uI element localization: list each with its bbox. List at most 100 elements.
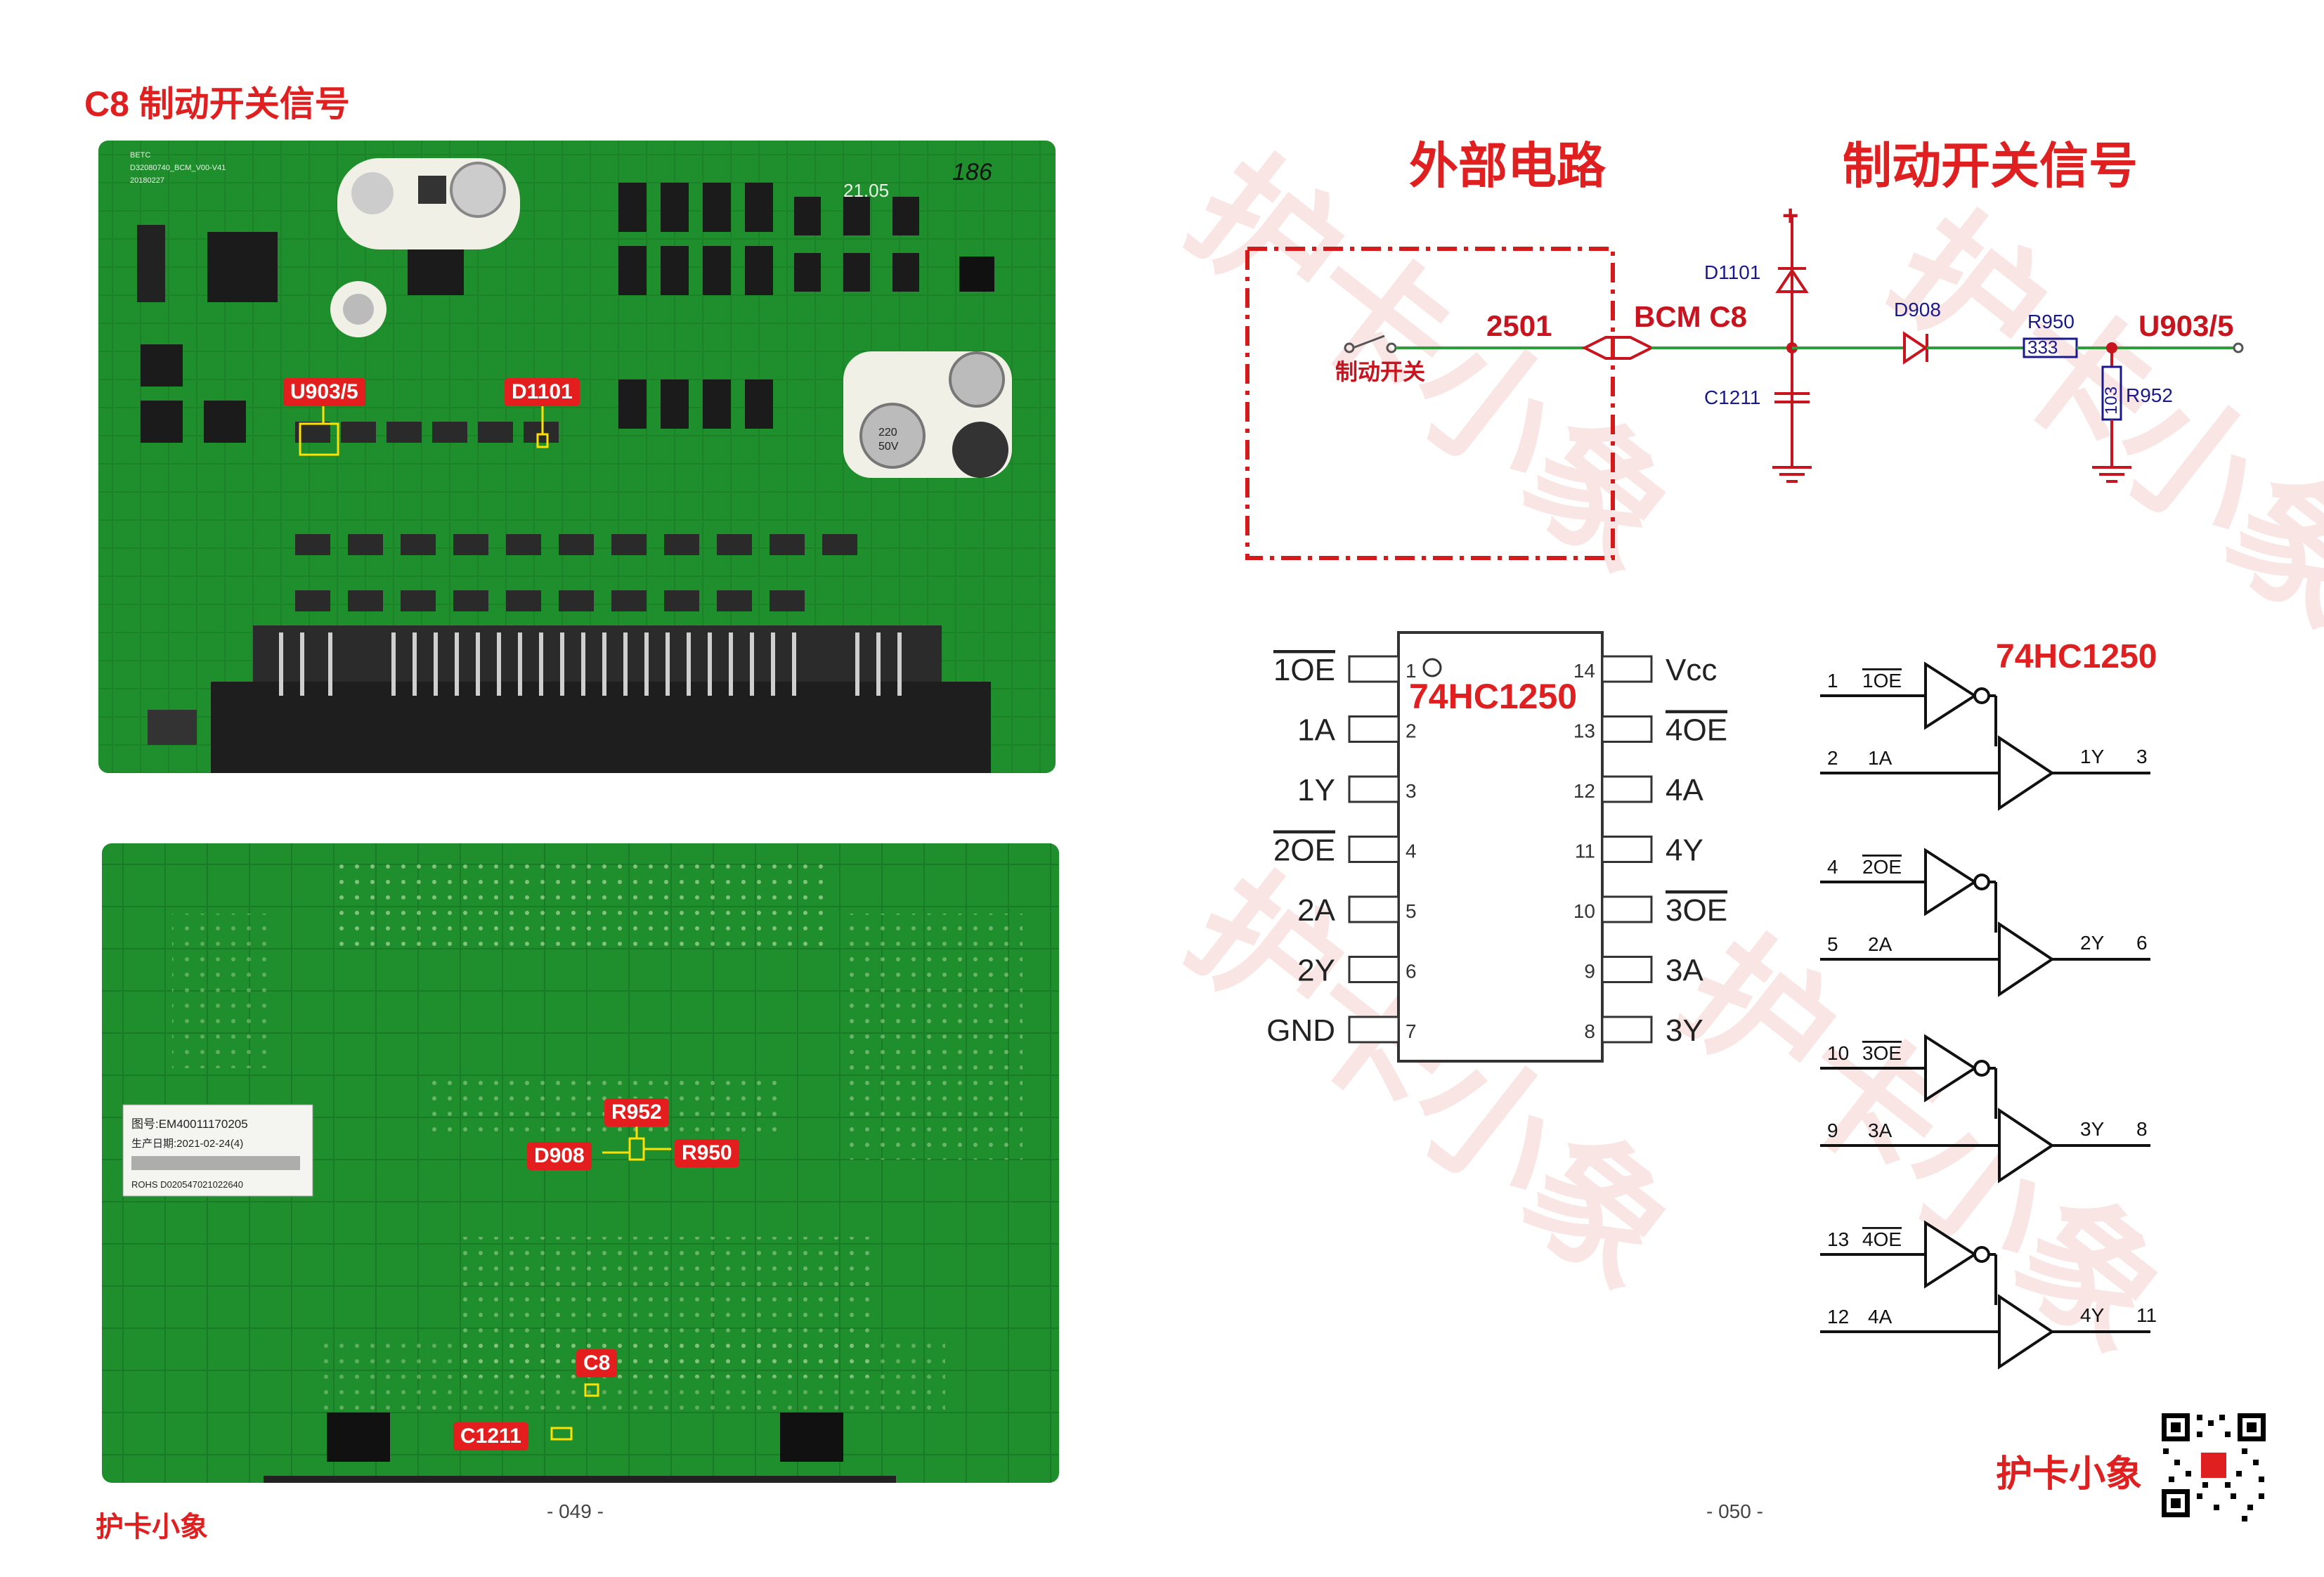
sticker-line-1: 图号:EM40011170205 bbox=[131, 1117, 248, 1131]
gate-a-label: 2A bbox=[1868, 933, 1893, 955]
gate-y-pin-number: 8 bbox=[2136, 1118, 2148, 1140]
sticker-line-2: 生产日期:2021-02-24(4) bbox=[131, 1138, 243, 1150]
connector-name-label: BCM C8 bbox=[1634, 300, 1747, 333]
pin-pad-right bbox=[1601, 956, 1653, 983]
brake-switch-schematic: 外部电路 制动开关信号 制动开关 2501 BCM C8 + D1101 C12… bbox=[1245, 138, 2244, 560]
inverter-symbol bbox=[1924, 848, 1978, 916]
pin-number-left: 6 bbox=[1406, 961, 1417, 982]
label-r952: R952 bbox=[604, 1098, 669, 1127]
pin-pad-left bbox=[1348, 836, 1400, 863]
pin-name-right: 4OE bbox=[1666, 713, 1727, 748]
heading-brake-signal: 制动开关信号 bbox=[1843, 138, 2138, 193]
pin-name-right: 3OE bbox=[1666, 893, 1727, 928]
sticker-line-3: ROHS D020547021022640 bbox=[131, 1179, 243, 1190]
handwritten-mark: 186 bbox=[952, 159, 992, 186]
pin-pad-right bbox=[1601, 895, 1653, 923]
r952-label: R952 bbox=[2126, 384, 2173, 406]
inverter-symbol bbox=[1924, 1034, 1978, 1103]
buffer-symbol bbox=[1998, 1108, 2055, 1183]
pin-name-left: 2Y bbox=[1297, 954, 1335, 988]
label-c8: C8 bbox=[576, 1349, 618, 1377]
pin-pad-left bbox=[1348, 655, 1400, 683]
pin-number-left: 4 bbox=[1406, 841, 1417, 862]
logic-chip-name: 74HC1250 bbox=[1996, 638, 2157, 675]
pin-number-left: 5 bbox=[1406, 900, 1417, 922]
pcb-top-art: BETC D32080740_BCM_V00-V41 20180227 186 … bbox=[98, 141, 1056, 773]
pin-pad-right bbox=[1601, 715, 1653, 743]
pin-number-right: 11 bbox=[1575, 841, 1595, 862]
inverter-bubble bbox=[1973, 1246, 1990, 1263]
gate-a-pin-number: 5 bbox=[1827, 933, 1838, 955]
d908-label: D908 bbox=[1894, 299, 1941, 320]
gate-y-pin-number: 11 bbox=[2136, 1304, 2157, 1326]
inverter-symbol bbox=[1924, 1220, 1978, 1289]
connector-symbol bbox=[1581, 336, 1655, 360]
pinout-chip-name: 74HC1250 bbox=[1409, 677, 1577, 716]
gate-oe-label: 4OE bbox=[1862, 1228, 1902, 1250]
pin-pad-right bbox=[1601, 655, 1653, 683]
brand-logo-left: 护卡小象 bbox=[96, 1512, 208, 1543]
gate-oe-label: 1OE bbox=[1862, 670, 1902, 692]
page-number-left: - 049 - bbox=[547, 1500, 604, 1522]
qr-code bbox=[2157, 1409, 2270, 1521]
switch-symbol bbox=[1352, 335, 1385, 349]
buffer-symbol bbox=[1998, 1294, 2055, 1370]
pin-number-right: 13 bbox=[1573, 720, 1595, 742]
pin-number-left: 7 bbox=[1406, 1020, 1417, 1042]
gate-y-label: 4Y bbox=[2080, 1304, 2105, 1326]
pin-number-right: 14 bbox=[1573, 660, 1595, 682]
gate-a-label: 3A bbox=[1868, 1120, 1893, 1141]
connector-pin-label: 2501 bbox=[1486, 309, 1552, 342]
cap-mark-50v: 50V bbox=[878, 441, 899, 453]
pin-pad-right bbox=[1601, 836, 1653, 863]
silk-line-2: D32080740_BCM_V00-V41 bbox=[130, 164, 226, 172]
pin-number-right: 9 bbox=[1584, 961, 1595, 982]
heading-external-circuit: 外部电路 bbox=[1409, 138, 1606, 193]
inverter-symbol bbox=[1924, 661, 1978, 730]
pin-pad-right bbox=[1601, 775, 1653, 803]
page-title-left: C8 制动开关信号 bbox=[84, 84, 350, 124]
pin-number-left: 1 bbox=[1406, 660, 1417, 682]
gate-a-label: 1A bbox=[1868, 747, 1893, 769]
silk-line-1: BETC bbox=[130, 151, 150, 160]
gate-oe-pin-number: 4 bbox=[1827, 856, 1838, 878]
pcb-top-photo: BETC D32080740_BCM_V00-V41 20180227 186 … bbox=[98, 141, 1056, 773]
ic-package-body bbox=[1397, 631, 1604, 1063]
gate-oe-pin-number: 10 bbox=[1827, 1042, 1849, 1064]
pin-name-right: 3Y bbox=[1666, 1013, 1703, 1048]
pin-number-left: 3 bbox=[1406, 780, 1417, 802]
gate-oe-label: 3OE bbox=[1862, 1042, 1902, 1064]
gate-oe-pin-number: 13 bbox=[1827, 1228, 1849, 1250]
c1211-label: C1211 bbox=[1704, 387, 1760, 408]
brand-logo-right: 护卡小象 bbox=[1996, 1454, 2143, 1495]
pin-pad-left bbox=[1348, 775, 1400, 803]
pin-pad-left bbox=[1348, 956, 1400, 983]
pin-name-left: 1A bbox=[1297, 713, 1335, 748]
pin-name-left: 2A bbox=[1297, 893, 1335, 928]
pin1-marker bbox=[1422, 658, 1442, 677]
pin-name-right: Vcc bbox=[1666, 653, 1717, 687]
r952-value: 103 bbox=[2102, 387, 2121, 415]
gate-y-label: 2Y bbox=[2080, 932, 2105, 954]
page-number-right: - 050 - bbox=[1706, 1500, 1763, 1522]
external-circuit-box bbox=[1245, 247, 1615, 560]
pin-pad-right bbox=[1601, 1015, 1653, 1044]
pin-number-right: 10 bbox=[1573, 900, 1595, 922]
brake-switch-label: 制动开关 bbox=[1335, 359, 1425, 384]
gate-a-pin-number: 12 bbox=[1827, 1306, 1849, 1328]
pin-name-left: 2OE bbox=[1273, 833, 1335, 868]
pin-pad-left bbox=[1348, 1015, 1400, 1044]
pin-number-right: 8 bbox=[1584, 1020, 1595, 1042]
silk-line-3: 20180227 bbox=[130, 176, 164, 185]
gate-oe-pin-number: 1 bbox=[1827, 670, 1838, 692]
inverter-bubble bbox=[1973, 687, 1990, 704]
r950-value: 333 bbox=[2027, 337, 2058, 358]
pin-pad-left bbox=[1348, 715, 1400, 743]
pin-name-right: 3A bbox=[1666, 954, 1703, 988]
label-u903-top: U903/5 bbox=[283, 378, 365, 406]
diode-d908-symbol bbox=[1903, 331, 1928, 365]
pin-name-right: 4A bbox=[1666, 773, 1703, 807]
label-r950: R950 bbox=[675, 1139, 739, 1167]
